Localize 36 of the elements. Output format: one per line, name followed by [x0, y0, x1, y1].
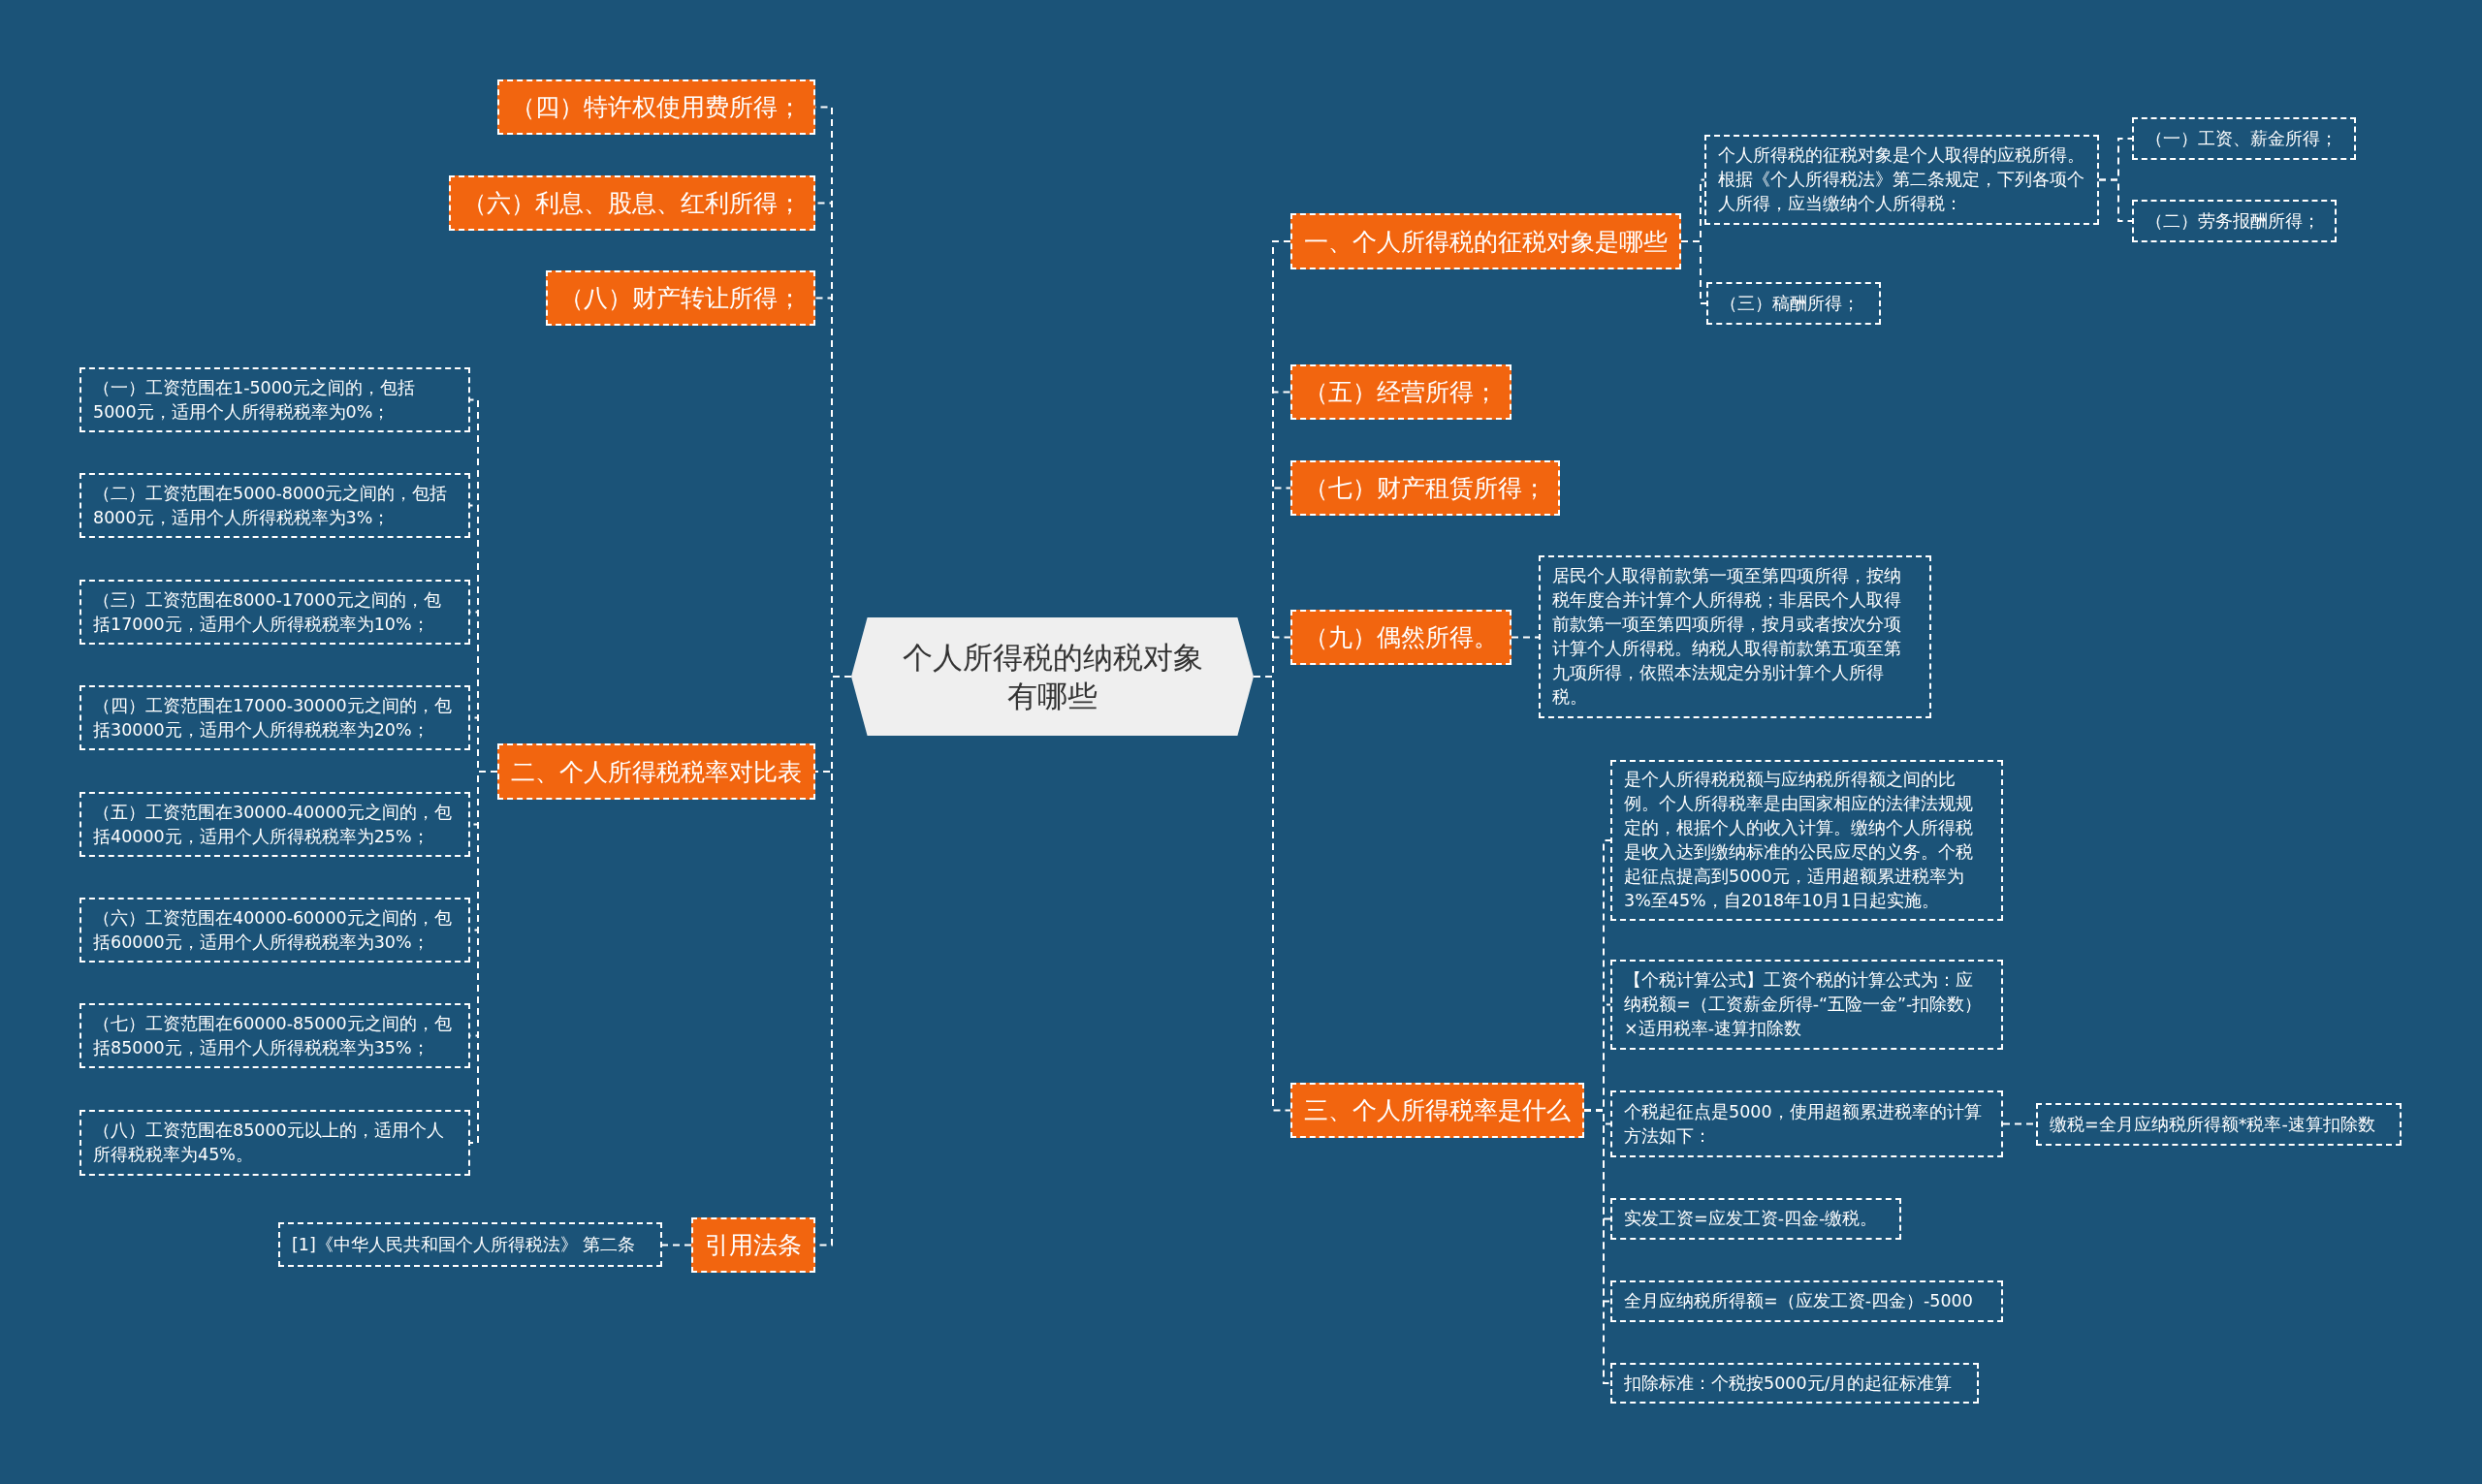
text-box: （一）工资范围在1-5000元之间的，包括5000元，适用个人所得税税率为0%； — [80, 367, 470, 432]
connector-line — [661, 1244, 692, 1247]
text-box: 是个人所得税税额与应纳税所得额之间的比例。个人所得税率是由国家相应的法律法规规定的，根据个人的收入计算。缴纳个人所得税是收入达到缴纳标准的公民应尽的义务。个税起征点提高到5000元，适用超额累进税率为3%至45%，自2018年10月1日起实施。 — [1610, 760, 2003, 921]
text-box: （八）工资范围在85000元以上的，适用个人所得税税率为45%。 — [80, 1110, 470, 1176]
topic-box: （九）偶然所得。 — [1290, 610, 1511, 665]
text-box: 扣除标准：个税按5000元/月的起征标准算 — [1610, 1363, 1979, 1404]
topic-box: 二、个人所得税税率对比表 — [497, 743, 815, 800]
topic-box: （八）财产转让所得； — [546, 270, 815, 326]
text-box: 缴税=全月应纳税所得额*税率-速算扣除数 — [2036, 1103, 2402, 1146]
text-box: （三）工资范围在8000-17000元之间的，包括17000元，适用个人所得税税率为10%； — [80, 580, 470, 645]
connector-line — [1511, 636, 1540, 639]
connector-line — [1583, 1109, 1611, 1384]
topic-box: 三、个人所得税率是什么 — [1290, 1083, 1584, 1138]
text-box: （一）工资、薪金所得； — [2132, 117, 2356, 160]
topic-box: （六）利息、股息、红利所得； — [449, 175, 815, 231]
connector-line — [1680, 240, 1707, 304]
text-box: （二）劳务报酬所得； — [2132, 200, 2337, 242]
text-box: （五）工资范围在30000-40000元之间的，包括40000元，适用个人所得税税率为25%； — [80, 792, 470, 857]
topic-box: 引用法条 — [691, 1217, 815, 1273]
topic-box: （四）特许权使用费所得； — [497, 79, 815, 135]
text-box: 个人所得税的征税对象是个人取得的应税所得。根据《个人所得税法》第二条规定，下列各项个人所得，应当缴纳个人所得税： — [1704, 135, 2099, 225]
text-box: 【个税计算公式】工资个税的计算公式为：应纳税额=（工资薪金所得-“五险一金”-扣除数）×适用税率-速算扣除数 — [1610, 960, 2003, 1050]
text-box: （六）工资范围在40000-60000元之间的，包括60000元，适用个人所得税税率为30%； — [80, 898, 470, 963]
text-box: 实发工资=应发工资-四金-缴税。 — [1610, 1198, 1901, 1240]
text-box: [1]《中华人民共和国个人所得税法》 第二条 — [278, 1222, 662, 1267]
text-box: （三）稿酬所得； — [1706, 282, 1881, 325]
text-box: 居民个人取得前款第一项至第四项所得，按纳税年度合并计算个人所得税；非居民个人取得前款第一项至第四项所得，按月或者按次分项计算个人所得税。纳税人取得前款第五项至第九项所得，依照本法规定分别计算个人所得税。 — [1539, 555, 1931, 718]
topic-box: 一、个人所得税的征税对象是哪些 — [1290, 213, 1681, 269]
text-box: （七）工资范围在60000-85000元之间的，包括85000元，适用个人所得税税率为35%； — [80, 1003, 470, 1068]
connector-line — [2098, 178, 2133, 222]
text-box: （二）工资范围在5000-8000元之间的，包括8000元，适用个人所得税税率为3%； — [80, 473, 470, 538]
topic-box: （七）财产租赁所得； — [1290, 460, 1560, 516]
text-box: 全月应纳税所得额=（应发工资-四金）-5000 — [1610, 1280, 2003, 1322]
text-box: 个税起征点是5000，使用超额累进税率的计算方法如下： — [1610, 1090, 2003, 1157]
text-box: （四）工资范围在17000-30000元之间的，包括30000元，适用个人所得税税率为20%； — [80, 685, 470, 750]
topic-box: （五）经营所得； — [1290, 364, 1511, 420]
